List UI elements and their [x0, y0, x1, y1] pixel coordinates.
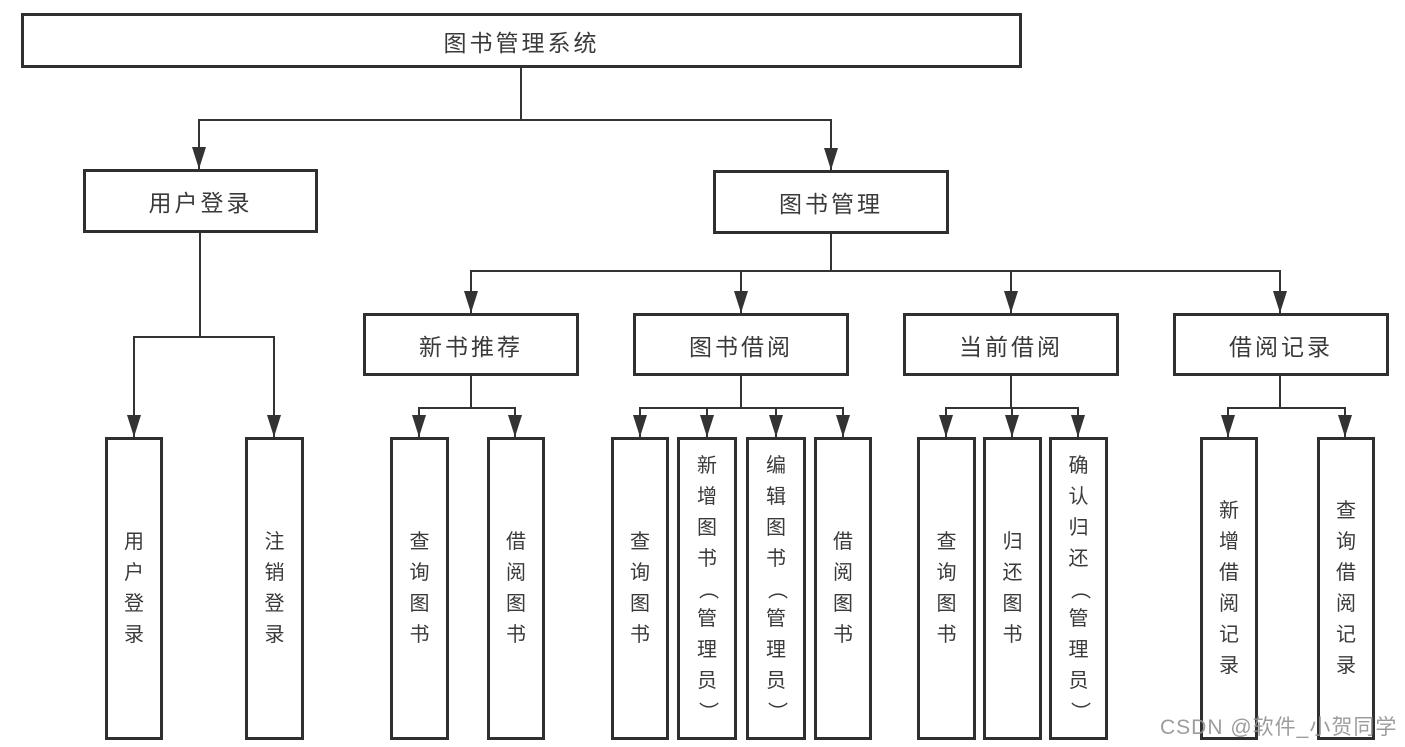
node-label: 归还图书 — [1002, 530, 1023, 646]
node-label: 查询图书 — [936, 530, 957, 646]
connector-line — [740, 376, 742, 409]
node-label: 确认归还（管理员） — [1068, 455, 1090, 722]
arrow-down-icon — [939, 415, 953, 437]
arrow-down-icon — [633, 415, 647, 437]
node-label: 新增图书（管理员） — [696, 455, 719, 722]
arrow-down-icon — [1338, 415, 1352, 437]
leaf-borrow-books-2: 借阅图书 — [814, 437, 872, 740]
arrow-down-icon — [412, 415, 426, 437]
arrow-down-icon — [734, 291, 748, 313]
arrow-down-icon — [1005, 415, 1019, 437]
node-current-borrowing: 当前借阅 — [903, 313, 1119, 376]
node-label: 图书管理 — [779, 191, 883, 217]
connector-line — [470, 270, 1281, 272]
arrow-down-icon — [1071, 415, 1085, 437]
leaf-user-login: 用户登录 — [105, 437, 163, 740]
connector-line — [520, 68, 522, 120]
leaf-query-borrow-record: 查询借阅记录 — [1317, 437, 1375, 740]
connector-line — [830, 119, 832, 170]
leaf-add-borrow-record: 新增借阅记录 — [1200, 437, 1258, 740]
connector-line — [198, 119, 200, 169]
node-label: 新书推荐 — [419, 333, 523, 360]
node-library-management-system: 图书管理系统 — [21, 13, 1022, 68]
node-label: 借阅图书 — [833, 530, 853, 646]
watermark: CSDN @软件_小贺同学 — [1160, 716, 1398, 739]
arrow-down-icon — [836, 415, 850, 437]
connector-line — [1010, 376, 1012, 409]
node-label: 编辑图书（管理员） — [765, 455, 788, 722]
connector-line — [198, 119, 832, 121]
arrow-down-icon — [769, 415, 783, 437]
arrow-down-icon — [508, 415, 522, 437]
node-label: 借阅记录 — [1229, 333, 1333, 360]
connector-line — [133, 336, 135, 437]
node-label: 用户登录 — [124, 530, 144, 646]
node-book-management: 图书管理 — [713, 170, 949, 234]
node-borrowing-records: 借阅记录 — [1173, 313, 1389, 376]
arrow-down-icon — [192, 147, 206, 169]
node-label: 图书借阅 — [689, 333, 793, 360]
leaf-logout: 注销登录 — [245, 437, 304, 740]
node-label: 查询借阅记录 — [1336, 499, 1356, 677]
connector-line — [273, 336, 275, 437]
arrow-down-icon — [127, 415, 141, 437]
connector-line — [1227, 407, 1346, 409]
connector-line — [1279, 376, 1281, 409]
node-label: 注销登录 — [264, 530, 285, 646]
arrow-down-icon — [1004, 291, 1018, 313]
leaf-query-books-2: 查询图书 — [611, 437, 669, 740]
leaf-borrow-books-1: 借阅图书 — [487, 437, 545, 740]
connector-line — [133, 336, 275, 338]
connector-line — [199, 233, 201, 338]
leaf-edit-books-admin: 编辑图书（管理员） — [746, 437, 806, 740]
arrow-down-icon — [1221, 415, 1235, 437]
arrow-down-icon — [824, 148, 838, 170]
connector-line — [470, 376, 472, 409]
node-label: 新增借阅记录 — [1219, 499, 1239, 677]
arrow-down-icon — [464, 291, 478, 313]
connector-line — [418, 407, 516, 409]
leaf-query-books-3: 查询图书 — [917, 437, 976, 740]
arrow-down-icon — [1273, 291, 1287, 313]
connector-line — [639, 407, 844, 409]
leaf-confirm-return-admin: 确认归还（管理员） — [1049, 437, 1108, 740]
arrow-down-icon — [700, 415, 714, 437]
leaf-return-books: 归还图书 — [983, 437, 1042, 740]
node-label: 查询图书 — [409, 530, 430, 646]
arrow-down-icon — [267, 415, 281, 437]
node-label: 借阅图书 — [506, 530, 526, 646]
node-new-book-recommendation: 新书推荐 — [363, 313, 579, 376]
node-label: 当前借阅 — [959, 333, 1063, 360]
node-user-login: 用户登录 — [83, 169, 318, 233]
connector-line — [830, 234, 832, 272]
node-label: 用户登录 — [148, 190, 253, 216]
node-book-borrowing: 图书借阅 — [633, 313, 849, 376]
leaf-add-books-admin: 新增图书（管理员） — [677, 437, 737, 740]
leaf-query-books-1: 查询图书 — [390, 437, 449, 740]
node-label: 查询图书 — [630, 530, 650, 646]
node-label: 图书管理系统 — [443, 29, 600, 56]
